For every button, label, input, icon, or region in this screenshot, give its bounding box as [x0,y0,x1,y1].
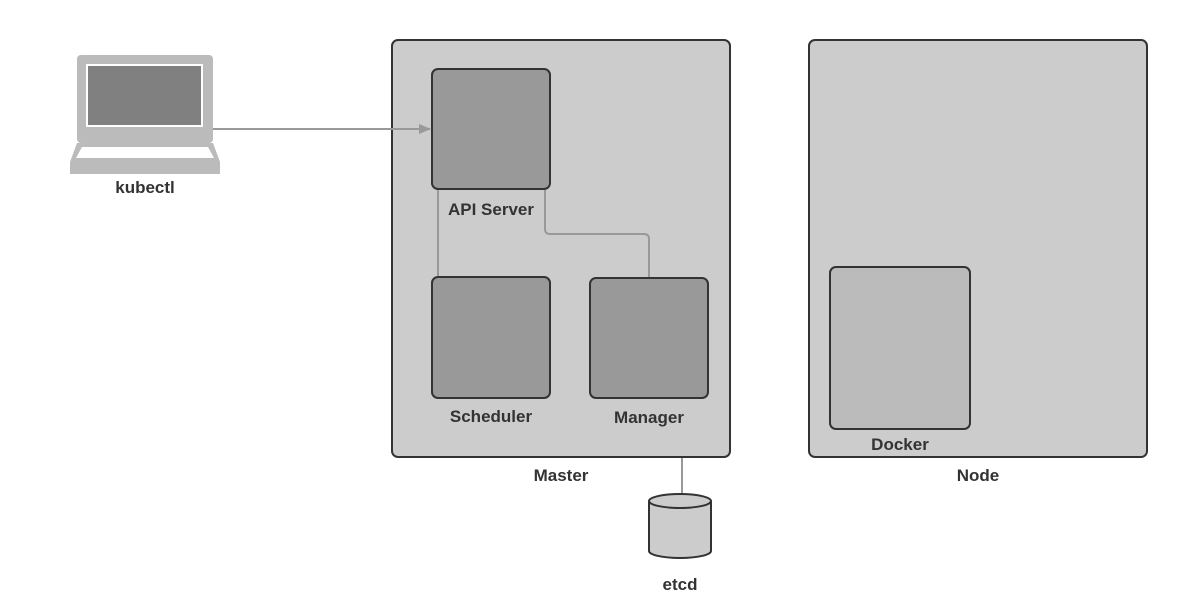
laptop-icon [70,55,220,174]
scheduler-label: Scheduler [450,407,533,426]
docker-box [829,266,971,430]
manager-box [589,277,709,399]
node-label: Node [957,466,1000,485]
etcd-label: etcd [663,575,698,594]
manager-label: Manager [614,408,684,427]
docker-label: Docker [871,435,929,454]
kubectl-label: kubectl [115,178,175,197]
master-label: Master [534,466,589,485]
api-server-label: API Server [448,200,534,219]
api-to-manager-connector [544,189,650,278]
scheduler-box [431,276,551,399]
database-cylinder-icon [648,493,712,559]
api-server-box [431,68,551,190]
